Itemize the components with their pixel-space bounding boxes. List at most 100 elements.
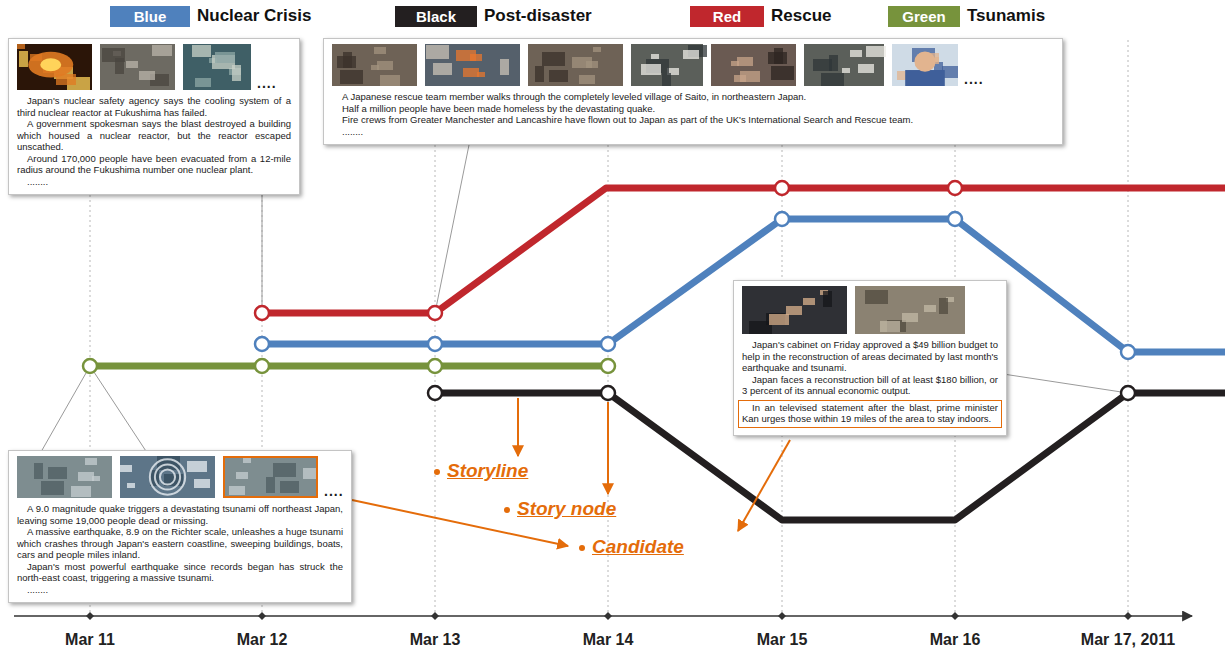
date-label: Mar 16 <box>930 630 981 649</box>
color-word: Green <box>902 8 945 25</box>
photo-detail <box>229 486 245 495</box>
news-text: Japan's nuclear safety agency says the c… <box>17 95 291 118</box>
photo-detail <box>880 321 900 332</box>
photo-thumbnail <box>804 44 886 86</box>
photo-detail <box>41 481 64 495</box>
annotation-arrow <box>738 440 790 531</box>
storyline <box>435 393 1225 520</box>
axis-tick <box>431 612 439 620</box>
time-axis <box>14 615 1192 617</box>
photo-detail <box>194 479 210 488</box>
callout-box: Japan's cabinet on Friday approved a $49… <box>733 280 1007 436</box>
photo-thumbnail <box>742 286 847 334</box>
photo-detail <box>651 54 659 59</box>
legend-swatch: Green <box>888 6 960 27</box>
news-text: Japan's most powerful earthquake since r… <box>17 561 343 584</box>
photo-detail <box>433 63 452 75</box>
annotation-arrow <box>607 402 609 494</box>
news-text: Around 170,000 people have been evacuate… <box>17 153 291 176</box>
image-strip: .... <box>17 456 343 498</box>
story-node <box>255 359 269 373</box>
axis-tick <box>258 612 266 620</box>
photo-detail <box>740 71 760 82</box>
photo-thumbnail <box>425 44 520 86</box>
legend-swatch: Red <box>690 6 764 27</box>
story-node <box>775 212 789 226</box>
color-word: Black <box>416 8 456 25</box>
news-text: In an televised statement after the blas… <box>742 402 998 425</box>
photo-detail <box>152 45 172 56</box>
photo-strip <box>17 44 251 90</box>
news-text: A government spokesman says the blast de… <box>17 118 291 153</box>
photo-detail <box>425 44 520 86</box>
date-label: Mar 13 <box>410 630 461 649</box>
news-text: ........ <box>17 584 343 596</box>
legend-text: Tsunamis <box>967 6 1045 26</box>
axis-tick <box>951 612 959 620</box>
photo-detail <box>742 286 847 334</box>
photo-detail <box>865 290 888 304</box>
photo-detail <box>858 64 874 73</box>
photo-detail <box>842 68 850 73</box>
story-node <box>428 306 442 320</box>
photo-detail <box>120 456 215 498</box>
image-strip <box>742 286 998 334</box>
photo-detail <box>803 298 815 305</box>
photo-thumbnail <box>17 456 112 498</box>
annotation-label: Story node <box>517 498 616 520</box>
date-label: Mar 12 <box>237 630 288 649</box>
annotation-label: Storyline <box>447 460 528 482</box>
photo-detail <box>829 55 838 71</box>
photo-detail <box>774 48 783 64</box>
legend-swatch: Black <box>395 6 477 27</box>
axis-tick <box>604 612 612 620</box>
photo-detail <box>280 481 299 493</box>
story-node <box>601 359 615 373</box>
legend-text: Nuclear Crisis <box>197 6 311 26</box>
photo-strip <box>332 44 958 86</box>
photo-detail <box>120 465 132 472</box>
photo-detail <box>155 464 180 489</box>
date-label: Mar 17, 2011 <box>1081 630 1175 649</box>
date-label: Mar 14 <box>583 630 634 649</box>
photo-detail <box>232 65 241 81</box>
photo-detail <box>749 321 772 334</box>
photo-detail <box>683 50 699 59</box>
photo-detail <box>737 57 753 66</box>
photo-thumbnail <box>183 44 251 90</box>
story-node <box>428 337 442 351</box>
photo-detail <box>17 44 92 90</box>
date-label: Mar 11 <box>65 630 115 649</box>
photo-detail <box>579 75 595 84</box>
news-text: Japan's cabinet on Friday approved a $49… <box>742 339 998 374</box>
photo-detail <box>711 44 796 86</box>
photo-detail <box>892 44 958 86</box>
axis-tick <box>1124 612 1132 620</box>
photo-detail <box>273 463 296 477</box>
storyline <box>90 363 608 370</box>
photo-detail <box>343 52 352 68</box>
photo-detail <box>662 73 671 86</box>
photo-detail <box>905 70 945 86</box>
photo-detail <box>224 457 317 497</box>
photo-detail <box>17 44 25 49</box>
photo-detail <box>535 66 544 82</box>
photo-detail <box>78 472 94 481</box>
legend-item: Red Rescue <box>690 5 831 27</box>
photo-detail <box>192 45 211 57</box>
photo-thumbnail <box>892 44 958 86</box>
news-text: A massive earthquake, 8.9 on the Richter… <box>17 526 343 561</box>
photo-detail <box>115 58 124 74</box>
photo-detail <box>528 44 623 86</box>
story-node <box>948 181 962 195</box>
legend-text: Rescue <box>771 6 831 26</box>
story-node <box>255 306 269 320</box>
image-strip: .... <box>332 44 1054 86</box>
callout-box: ....A Japanese rescue team member walks … <box>323 38 1063 145</box>
ellipsis-text: .... <box>324 484 344 498</box>
photo-detail <box>160 469 175 484</box>
legend-item: BlackPost-disaster <box>395 5 592 27</box>
news-text: ........ <box>332 126 1054 138</box>
annotation-arrow <box>517 398 519 456</box>
